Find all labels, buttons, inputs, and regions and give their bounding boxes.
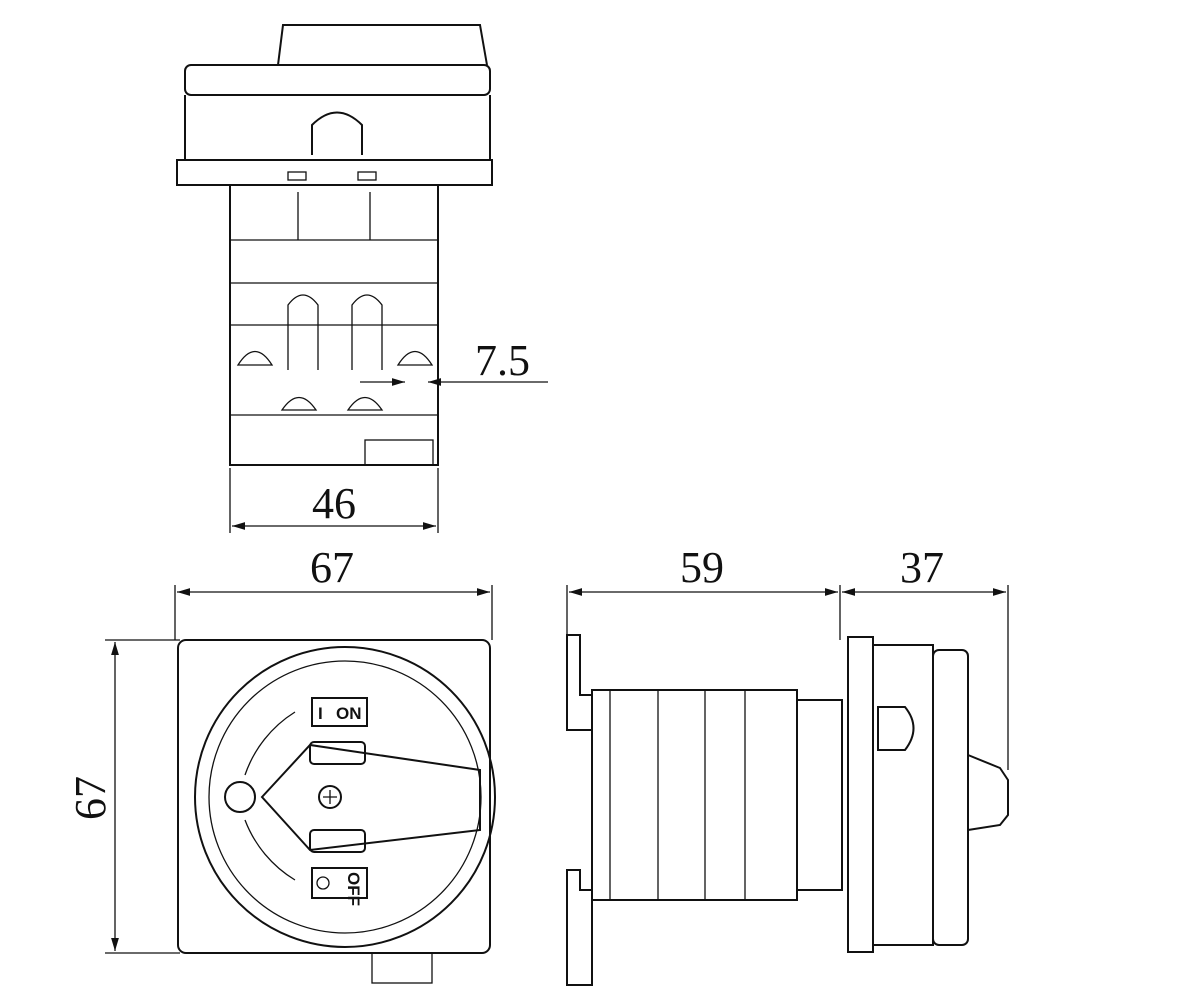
dim-67-width-label: 67 bbox=[310, 543, 354, 592]
dimension-terminal-pitch: 7.5 bbox=[360, 336, 548, 386]
front-view: 67 67 I ON OFF bbox=[66, 543, 496, 984]
on-symbol: I bbox=[318, 704, 323, 723]
dim-59-label: 59 bbox=[680, 543, 724, 592]
pivot-screw-icon bbox=[318, 785, 342, 809]
off-label: OFF bbox=[344, 872, 363, 906]
dim-37-label: 37 bbox=[900, 543, 944, 592]
terminal-screw-icon bbox=[236, 350, 434, 411]
side-view: 59 37 bbox=[566, 543, 1009, 986]
on-label: ON bbox=[336, 704, 362, 723]
dim-67-height-label: 67 bbox=[66, 776, 115, 820]
dimension-body-width: 46 bbox=[229, 468, 439, 533]
dim-46-label: 46 bbox=[312, 479, 356, 528]
dim-7-5-label: 7.5 bbox=[475, 336, 530, 385]
top-view bbox=[176, 24, 493, 466]
